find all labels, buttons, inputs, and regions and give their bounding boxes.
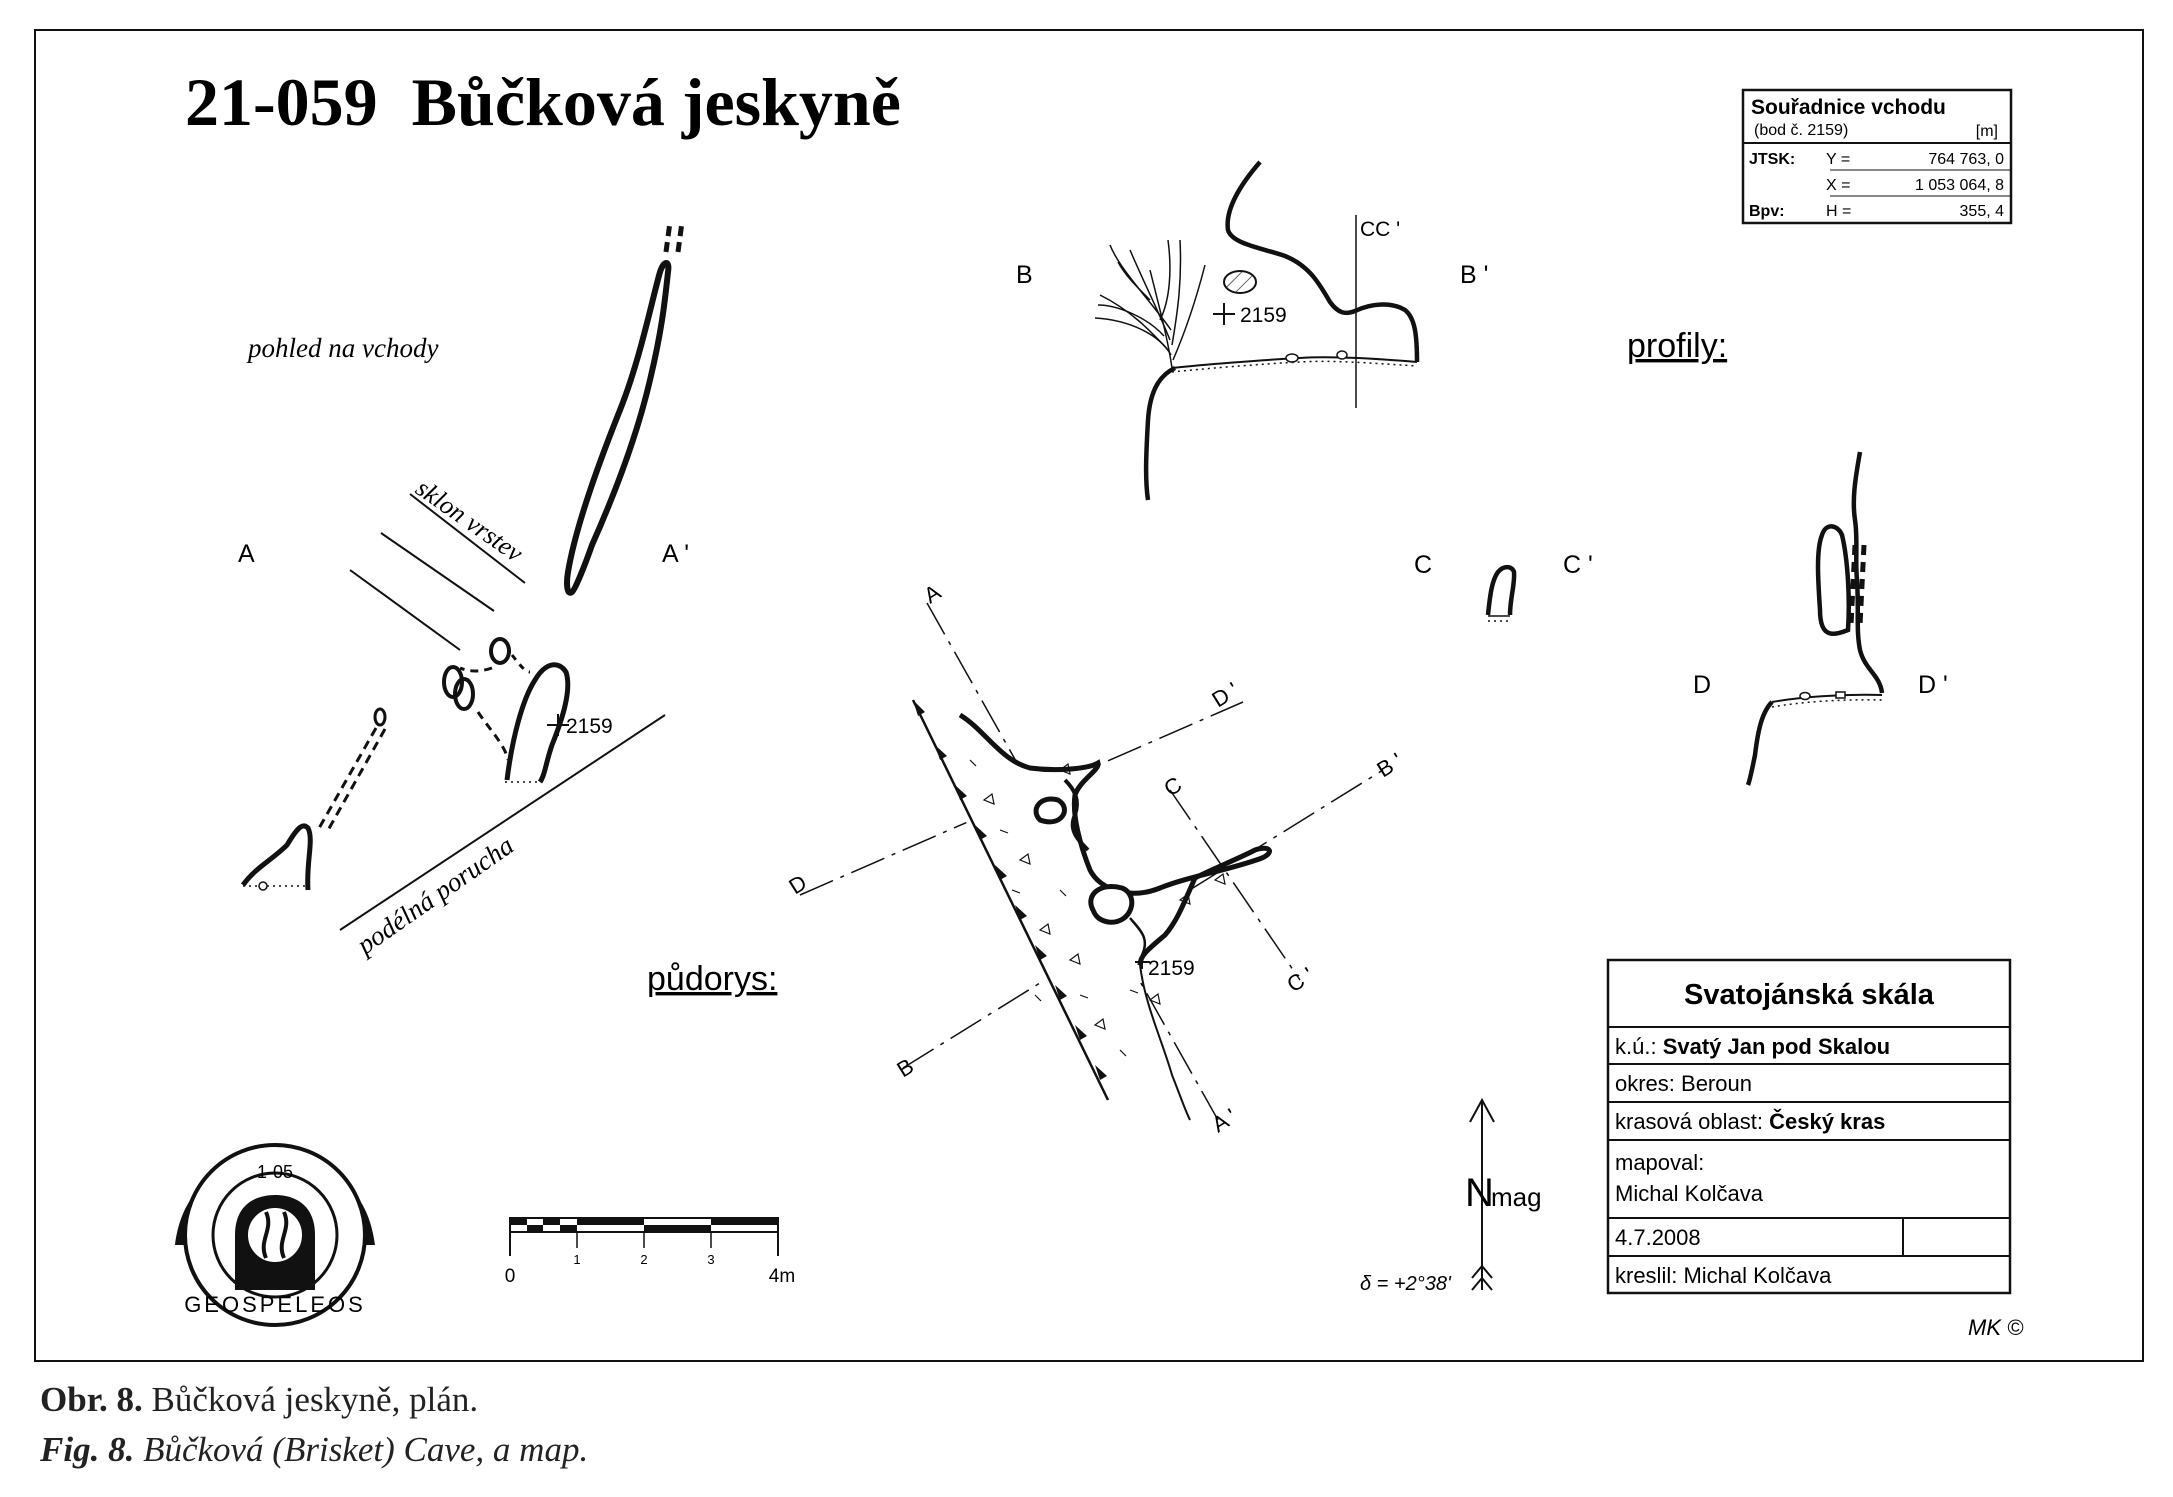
entrance-view-label: pohled na vchody [246,333,438,363]
title-block-drawn: kreslil: Michal Kolčava [1615,1263,1832,1288]
cave-plan: A A ' B B ' C C ' D D ' [784,579,1406,1137]
profile-dd: D D ' [1693,451,1948,786]
caption-english-prefix: Fig. 8. [40,1430,135,1469]
bedding-slope-label: sklon vrstev [411,473,529,568]
floor-texture [969,759,1226,1057]
cave-profile-outline [1225,160,1420,363]
section-line-cc [1169,789,1301,981]
plan-heading: půdorys: [647,960,777,998]
caption-english: Fig. 8. Bůčková (Brisket) Cave, a map. [40,1430,588,1470]
coord-axis-h: H = [1826,203,1851,220]
coordinates-box: Souřadnice vchodu (bod č. 2159) [m] JTSK… [1741,88,2013,225]
profile-label-c: C [1414,551,1432,579]
caption-czech-prefix: Obr. 8. [40,1380,143,1419]
profile-cc: C C ' [1414,551,1593,622]
title-block: Svatojánská skála k.ú.: Svatý Jan pod Sk… [1606,958,2012,1295]
survey-point-label: 2159 [566,715,613,738]
small-opening [453,677,475,711]
cave-profile-floor [1171,356,1418,369]
fault-label: podélná porucha [350,830,519,961]
coordinates-heading: Souřadnice vchodu [1751,96,1946,119]
coordinates-unit: [m] [1976,123,1998,140]
title-block-area: Svatojánská skála [1684,979,1935,1011]
entrance-view: pohled na vchody A A ' sklon vrstev 2159… [238,221,689,961]
scale-bar: 0 1 2 3 4m [505,1217,795,1287]
small-opening [442,665,464,699]
cave-profile-outline [1485,564,1517,616]
logo-text: GEOSPELEOS [184,1292,366,1317]
profile-label-d-prime: D ' [1918,671,1948,699]
profile-label-c-prime: C ' [1563,551,1593,579]
cave-profile-floor [1771,693,1883,703]
north-label: N [1465,1171,1494,1215]
logo-code: 1-05 [257,1162,293,1182]
fault-line [339,714,666,931]
bedding-line [349,569,461,651]
title-block-karst: krasová oblast: Český kras [1615,1109,1885,1134]
caption-czech: Obr. 8. Bůčková jeskyně, plán. [40,1380,478,1420]
survey-point-label: 2159 [1148,957,1195,980]
coordinates-subheading: (bod č. 2159) [1754,122,1848,139]
title-block-cadastre: k.ú.: Svatý Jan pod Skalou [1615,1034,1890,1059]
caption-english-text: Bůčková (Brisket) Cave, a map. [134,1430,589,1469]
scale-tick-1: 1 [573,1252,580,1267]
plan-label-c: C [1159,772,1186,802]
title-block-date: 4.7.2008 [1615,1225,1701,1250]
plan-label-a-prime: A ' [1207,1103,1240,1137]
plan-label-a: A [919,579,945,608]
plan-label-b-prime: B ' [1372,748,1406,782]
profile-label-a-prime: A ' [662,540,689,568]
profile-label-d: D [1693,671,1711,699]
coord-value-y: 764 763, 0 [1928,151,2004,168]
scale-tick-2: 2 [640,1252,647,1267]
plan-label-b: B [892,1053,918,1082]
coord-axis-y: Y = [1826,151,1850,168]
wall-ticks [913,700,1107,1080]
coord-system-bpv: Bpv: [1749,203,1785,220]
plan-label-c-prime: C ' [1282,962,1317,997]
small-opening [489,637,511,665]
profile-bb: B B ' CC ' 2159 [1016,160,1488,501]
scale-tick-3: 3 [707,1252,714,1267]
entrance-outline [240,823,313,891]
survey-point-label: 2159 [1240,304,1287,327]
coord-value-x: 1 053 064, 8 [1915,177,2004,194]
profile-label-a: A [238,540,255,568]
scale-tick-4m: 4m [769,1266,795,1287]
vegetation [1094,239,1206,369]
title-block-district: okres: Beroun [1615,1071,1752,1096]
profile-label-b: B [1016,261,1033,289]
coord-value-h: 355, 4 [1960,203,2005,220]
coord-system-jtsk: JTSK: [1749,151,1795,168]
passage-outline [564,260,672,596]
profile-label-cc-prime: CC ' [1360,218,1400,241]
profile-label-b-prime: B ' [1460,261,1488,289]
title-block-mapped-value: Michal Kolčava [1615,1181,1764,1206]
entrance-outline [504,662,571,784]
rock-wall [911,699,1110,1101]
bedding-line [409,493,526,584]
north-arrow: N mag δ = +2°38' [1360,1097,1542,1295]
plan-label-d-prime: D ' [1207,677,1242,712]
map-frame [34,29,2144,1362]
title-block-mapped-label: mapoval: [1615,1150,1704,1175]
scale-tick-0: 0 [505,1266,516,1287]
logo: 1-05 GEOSPELEOS [175,1143,375,1327]
profiles-heading: profily: [1627,327,1727,365]
coord-axis-x: X = [1826,177,1850,194]
declination-label: δ = +2°38' [1360,1273,1452,1295]
cave-profile-outline [1851,451,1885,694]
signature: MK © [1968,1315,2024,1340]
caption-czech-text: Bůčková jeskyně, plán. [142,1380,479,1419]
north-subscript: mag [1491,1182,1542,1212]
plan-label-d: D [784,870,811,900]
bedding-line [380,532,495,612]
map-title: 21-059 Bůčková jeskyně [185,64,901,140]
